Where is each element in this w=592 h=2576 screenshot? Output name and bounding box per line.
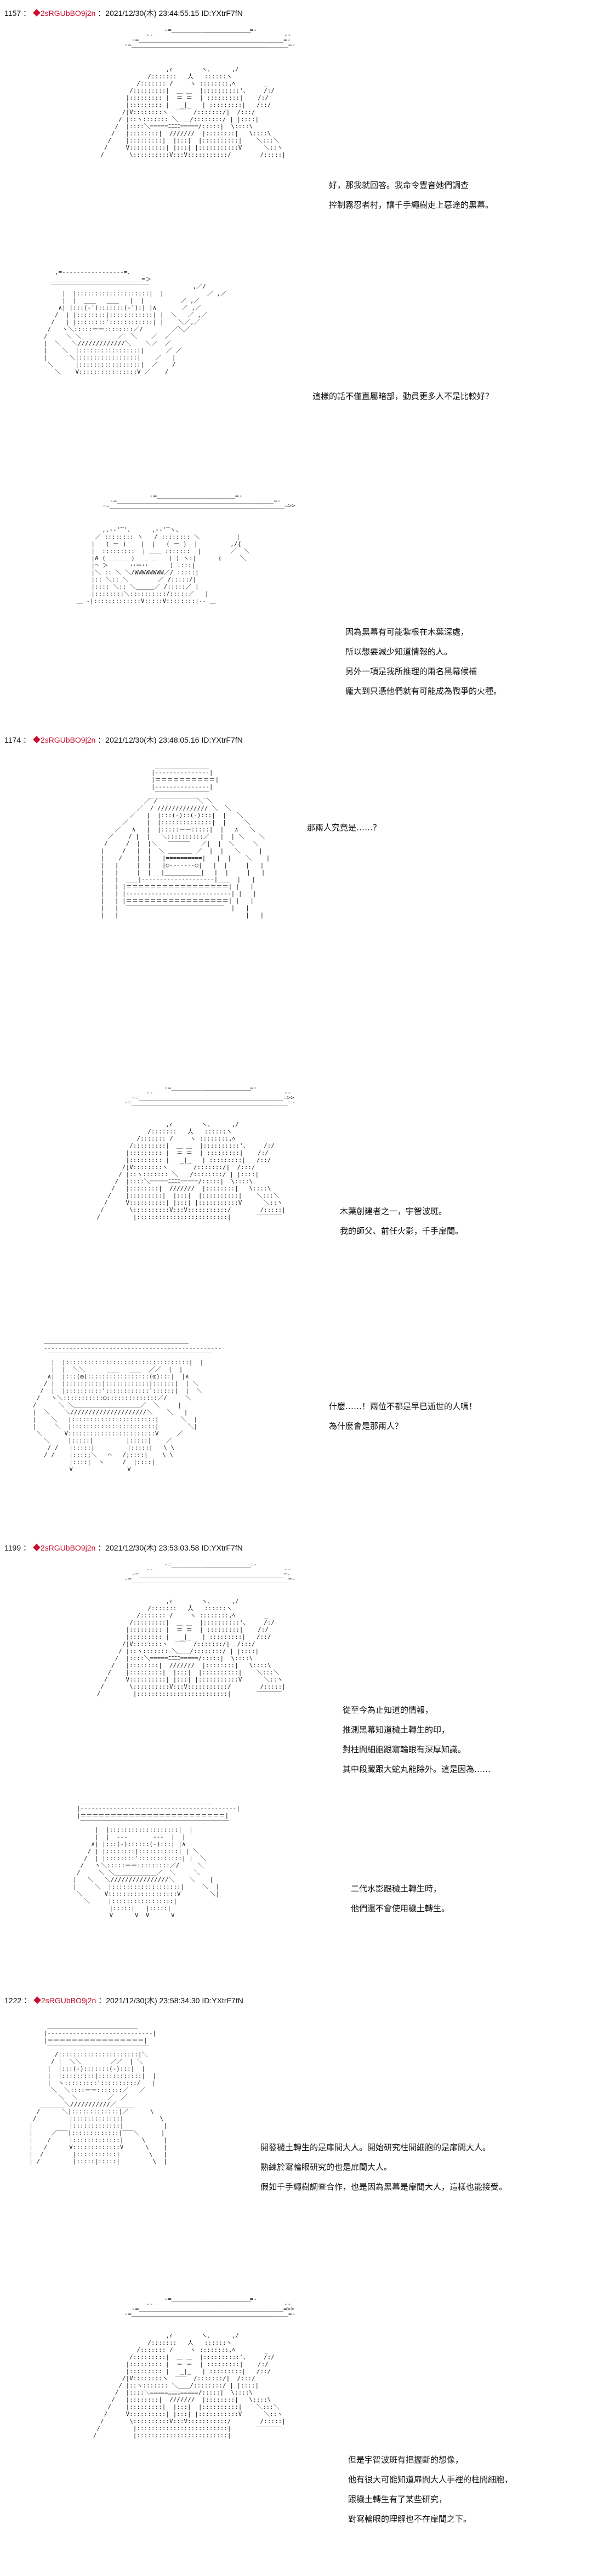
character-ascii-art: ,ｨ ヽ、 ,/ /::::::: 人 ::::::ヽ /::::::: / ヽ… — [100, 66, 286, 158]
dialog-line: 因為黑幕有可能紮根在木葉深處， — [345, 627, 469, 637]
character-ascii-art: ,ｨ ヽ、 ,/ /::::::: 人 ::::::ヽ /::::::: / ヽ… — [96, 1598, 286, 1697]
post-number: 1222 — [4, 1996, 22, 2005]
character-ascii-art: ,=‐‐‐‐‐‐‐‐‐‐‐‐‐‐‐‐‐=、 ＿＿＿＿＿＿＿＿＿＿＿＿＿＿＿=＞ … — [44, 269, 227, 375]
dialog-line: 木葉創建者之一，宇智波斑。 — [340, 1206, 447, 1216]
aa-panel-1157-2: ,=‐‐‐‐‐‐‐‐‐‐‐‐‐‐‐‐‐=、 ＿＿＿＿＿＿＿＿＿＿＿＿＿＿＿=＞ … — [0, 258, 592, 488]
dialog-line: 二代水影跟穢土轉生時， — [351, 1884, 442, 1894]
dialog-line: 好，那我就回答。我命令豐音她們調查 — [329, 180, 469, 190]
dialog-text: 那兩人究竟是……？ — [307, 818, 381, 837]
post-number: 1174 — [4, 736, 21, 744]
dialog-line: 什麼……！兩位不都是早已逝世的人嗎！ — [329, 1401, 477, 1411]
post-datetime: ：2021/12/30(木) 23:44:55.15 — [98, 9, 200, 18]
dialog-text: 好，那我就回答。我命令豐音她們調查 控制霧忍者村，讓千手繩樹走上惡途的黑幕。 — [329, 175, 493, 215]
post-id[interactable]: ID:YXtrF7fN — [202, 1996, 243, 2005]
dialog-text: 木葉創建者之一，宇智波斑。 我的師父、前任火影，千手扉間。 — [340, 1201, 463, 1241]
aa-panel-1222-1: ＿＿＿＿＿＿＿＿＿＿＿＿＿＿＿ |‐‐‐‐‐‐‐‐‐‐‐‐‐‐‐‐‐‐‐‐‐‐‐… — [0, 2011, 592, 2286]
dialog-line: 所以想要減少知道情報的人。 — [345, 647, 453, 657]
trip-diamond-icon: ◆ — [33, 1996, 41, 2005]
character-ascii-art: ＿＿＿＿＿＿＿＿＿＿＿＿＿＿＿ |‐‐‐‐‐‐‐‐‐‐‐‐‐‐‐‐‐‐‐‐‐‐‐… — [29, 2022, 167, 2165]
dialog-line: 那兩人究竟是……？ — [307, 823, 382, 833]
character-ascii-art: ＿＿＿＿＿＿＿＿＿＿＿＿＿＿＿＿＿＿＿＿＿＿ |‐‐‐‐‐‐‐‐‐‐‐‐‐‐‐‐… — [73, 1798, 240, 1919]
post-datetime: ：2021/12/30(木) 23:53:03.58 — [98, 1543, 200, 1552]
aa-panel-1157-1: -=＿＿＿＿＿＿＿＿＿＿＿＿＿=- -- ‾‾‾‾‾‾‾‾‾‾‾‾‾ -- -=… — [0, 22, 592, 258]
aa-panel-1157-3: -=＿＿＿＿＿＿＿＿＿＿＿＿＿=- -=＿＿＿＿＿＿＿＿＿＿＿＿＿＿＿＿＿＿＿＿… — [0, 488, 592, 729]
hat-ascii-art: -=＿＿＿＿＿＿＿＿＿＿＿＿＿=- -- ‾‾‾‾‾‾‾‾‾‾‾‾‾ -- -=… — [124, 26, 296, 53]
dialog-text: 開發穢土轉生的是扉間大人。開始研究柱間細胞的是扉間大人。 熟練於寫輪眼研究的也是… — [260, 2138, 507, 2197]
dialog-text: 但是宇智波斑有把握斷的想像， 他有很大可能知道扉間大人手裡的柱間細胞， 跟穢土轉… — [348, 2450, 513, 2529]
character-ascii-art: ＿＿＿＿＿＿＿＿＿＿＿＿＿＿＿＿＿＿＿＿＿＿＿＿ ‐‐‐‐‐‐‐‐‐‐‐‐‐‐‐… — [33, 1337, 222, 1473]
dialog-line: 開發穢土轉生的是扉間大人。開始研究柱間細胞的是扉間大人。 — [260, 2142, 491, 2152]
post-id[interactable]: ID:YXtrF7fN — [201, 1543, 243, 1552]
dialog-line: 為什麼會是那兩人？ — [329, 1421, 403, 1431]
dialog-text: 從至今為止知道的情報， 推測黑幕知道穢土轉生的印， 對柱間細胞跟寫輪眼有深厚知識… — [343, 1700, 491, 1779]
dialog-line: 他有很大可能知道扉間大人手裡的柱間細胞， — [348, 2475, 513, 2484]
dialog-line: 假如千手繩樹調查合作，也是因為黑幕是扉間大人，這樣也能接受。 — [260, 2182, 508, 2192]
dialog-line: 這樣的話不僅直屬暗部，動員更多人不是比較好？ — [312, 391, 494, 401]
dialog-text: 什麼……！兩位不都是早已逝世的人嗎！ 為什麼會是那兩人？ — [329, 1397, 477, 1436]
dialog-line: 熟練於寫輪眼研究的也是扉間大人。 — [260, 2162, 392, 2172]
post-header-1222: 1222 ： ◆2sRGUbBO9j2n ：2021/12/30(木) 23:5… — [4, 1995, 243, 2006]
post-header-1157: 1157 ： ◆2sRGUbBO9j2n ：2021/12/30(木) 23:4… — [4, 8, 243, 19]
hat-ascii-art: -=＿＿＿＿＿＿＿＿＿＿＿＿＿=- -- ‾‾‾‾‾‾‾‾‾‾‾‾‾ -- -=… — [124, 1084, 296, 1111]
post-header-1199: 1199 ： ◆2sRGUbBO9j2n ：2021/12/30(木) 23:5… — [4, 1542, 243, 1553]
dialog-text: 這樣的話不僅直屬暗部，動員更多人不是比較好？ — [312, 386, 493, 406]
post-datetime: ：2021/12/30(木) 23:48:05.16 — [98, 736, 200, 744]
trip-diamond-icon: ◆ — [32, 9, 41, 18]
aa-panel-1174-2: -=＿＿＿＿＿＿＿＿＿＿＿＿＿=- -- ‾‾‾‾‾‾‾‾‾‾‾‾‾ -- -=… — [0, 1074, 592, 1332]
dialog-line: 推測黑幕知道穢土轉生的印， — [343, 1725, 450, 1735]
post-id[interactable]: ID:YXtrF7fN — [201, 9, 243, 18]
trip-code[interactable]: 2sRGUbBO9j2n — [40, 736, 96, 744]
trip-code[interactable]: 2sRGUbBO9j2n — [41, 1996, 96, 2005]
separator: ： — [23, 1543, 31, 1552]
character-ascii-art: ＿＿＿＿＿＿＿＿＿ |‐‐‐‐‐‐‐‐‐‐‐‐‐‐‐| |＝＝＝＝＝＝＝＝＝＝|… — [100, 762, 270, 919]
dialog-line: 我的師父、前任火影，千手扉間。 — [340, 1226, 464, 1236]
dialog-line: 其中段藏跟大蛇丸能除外。這是因為…… — [343, 1764, 491, 1774]
hat-ascii-art: -=＿＿＿＿＿＿＿＿＿＿＿＿＿=- -- ‾‾‾‾‾‾‾‾‾‾‾‾‾ -- -=… — [124, 1561, 296, 1588]
aa-panel-1199-1: -=＿＿＿＿＿＿＿＿＿＿＿＿＿=- -- ‾‾‾‾‾‾‾‾‾‾‾‾‾ -- -=… — [0, 1557, 592, 1787]
post-header-1174: 1174 ： ◆2sRGUbBO9j2n ：2021/12/30(木) 23:4… — [4, 734, 243, 745]
dialog-line: 另外一項是我所推理的兩名黑幕候補 — [345, 666, 477, 676]
post-number: 1157 — [4, 9, 21, 18]
trip-diamond-icon: ◆ — [32, 1543, 41, 1552]
character-ascii-art: ,ｨ ヽ、 ,/ /::::::: 人 ::::::ヽ /::::::: / ヽ… — [93, 2332, 286, 2439]
aa-panel-1174-1: ＿＿＿＿＿＿＿＿＿ |‐‐‐‐‐‐‐‐‐‐‐‐‐‐‐| |＝＝＝＝＝＝＝＝＝＝|… — [0, 751, 592, 1074]
character-ascii-art: ,ｨ ヽ、 ,/ /::::::: 人 ::::::ヽ /::::::: / ヽ… — [96, 1121, 286, 1221]
post-number: 1199 — [4, 1543, 21, 1552]
post-datetime: ：2021/12/30(木) 23:58:34.30 — [98, 1996, 200, 2005]
dialog-line: 對寫輪眼的理解也不在扉間之下。 — [348, 2514, 472, 2524]
dialog-line: 從至今為止知道的情報， — [343, 1705, 434, 1715]
dialog-text: 因為黑幕有可能紮根在木葉深處， 所以想要減少知道情報的人。 另外一項是我所推理的… — [345, 622, 502, 701]
aa-panel-1199-2: ＿＿＿＿＿＿＿＿＿＿＿＿＿＿＿＿＿＿＿＿＿＿ |‐‐‐‐‐‐‐‐‐‐‐‐‐‐‐‐… — [0, 1787, 592, 1984]
trip-code[interactable]: 2sRGUbBO9j2n — [40, 9, 96, 18]
dialog-line: 他們還不會使用穢土轉生。 — [351, 1903, 450, 1913]
post-id[interactable]: ID:YXtrF7fN — [201, 736, 243, 744]
aa-panel-1174-3: ＿＿＿＿＿＿＿＿＿＿＿＿＿＿＿＿＿＿＿＿＿＿＿＿ ‐‐‐‐‐‐‐‐‐‐‐‐‐‐‐… — [0, 1332, 592, 1540]
trip-diamond-icon: ◆ — [32, 736, 41, 744]
separator: ： — [23, 736, 31, 744]
dialog-text: 二代水影跟穢土轉生時， 他們還不會使用穢土轉生。 — [351, 1879, 449, 1918]
character-ascii-art: ,.-‐'‾'、 ,-‐'‾ヽ、 ／ :::::::: ヽ / ::::::::… — [76, 526, 250, 605]
dialog-line: 控制霧忍者村，讓千手繩樹走上惡途的黑幕。 — [329, 200, 494, 210]
hat-ascii-art: -=＿＿＿＿＿＿＿＿＿＿＿＿＿=- -=＿＿＿＿＿＿＿＿＿＿＿＿＿＿＿＿＿＿＿＿… — [102, 492, 295, 514]
trip-code[interactable]: 2sRGUbBO9j2n — [40, 1543, 96, 1552]
separator: ： — [24, 1996, 32, 2005]
dialog-line: 龐大到只憑他們就有可能成為戰爭的火種。 — [345, 686, 502, 696]
separator: ： — [23, 9, 31, 18]
dialog-line: 但是宇智波斑有把握斷的想像， — [348, 2455, 464, 2465]
aa-panel-1222-2: -=＿＿＿＿＿＿＿＿＿＿＿＿＿=- -- ‾‾‾‾‾‾‾‾‾‾‾‾‾ -- -=… — [0, 2286, 592, 2576]
dialog-line: 對柱間細胞跟寫輪眼有深厚知識。 — [343, 1745, 466, 1754]
dialog-line: 跟穢土轉生有了某些研究， — [348, 2494, 447, 2504]
hat-ascii-art: -=＿＿＿＿＿＿＿＿＿＿＿＿＿=- -- ‾‾‾‾‾‾‾‾‾‾‾‾‾ -- -=… — [124, 2295, 296, 2322]
